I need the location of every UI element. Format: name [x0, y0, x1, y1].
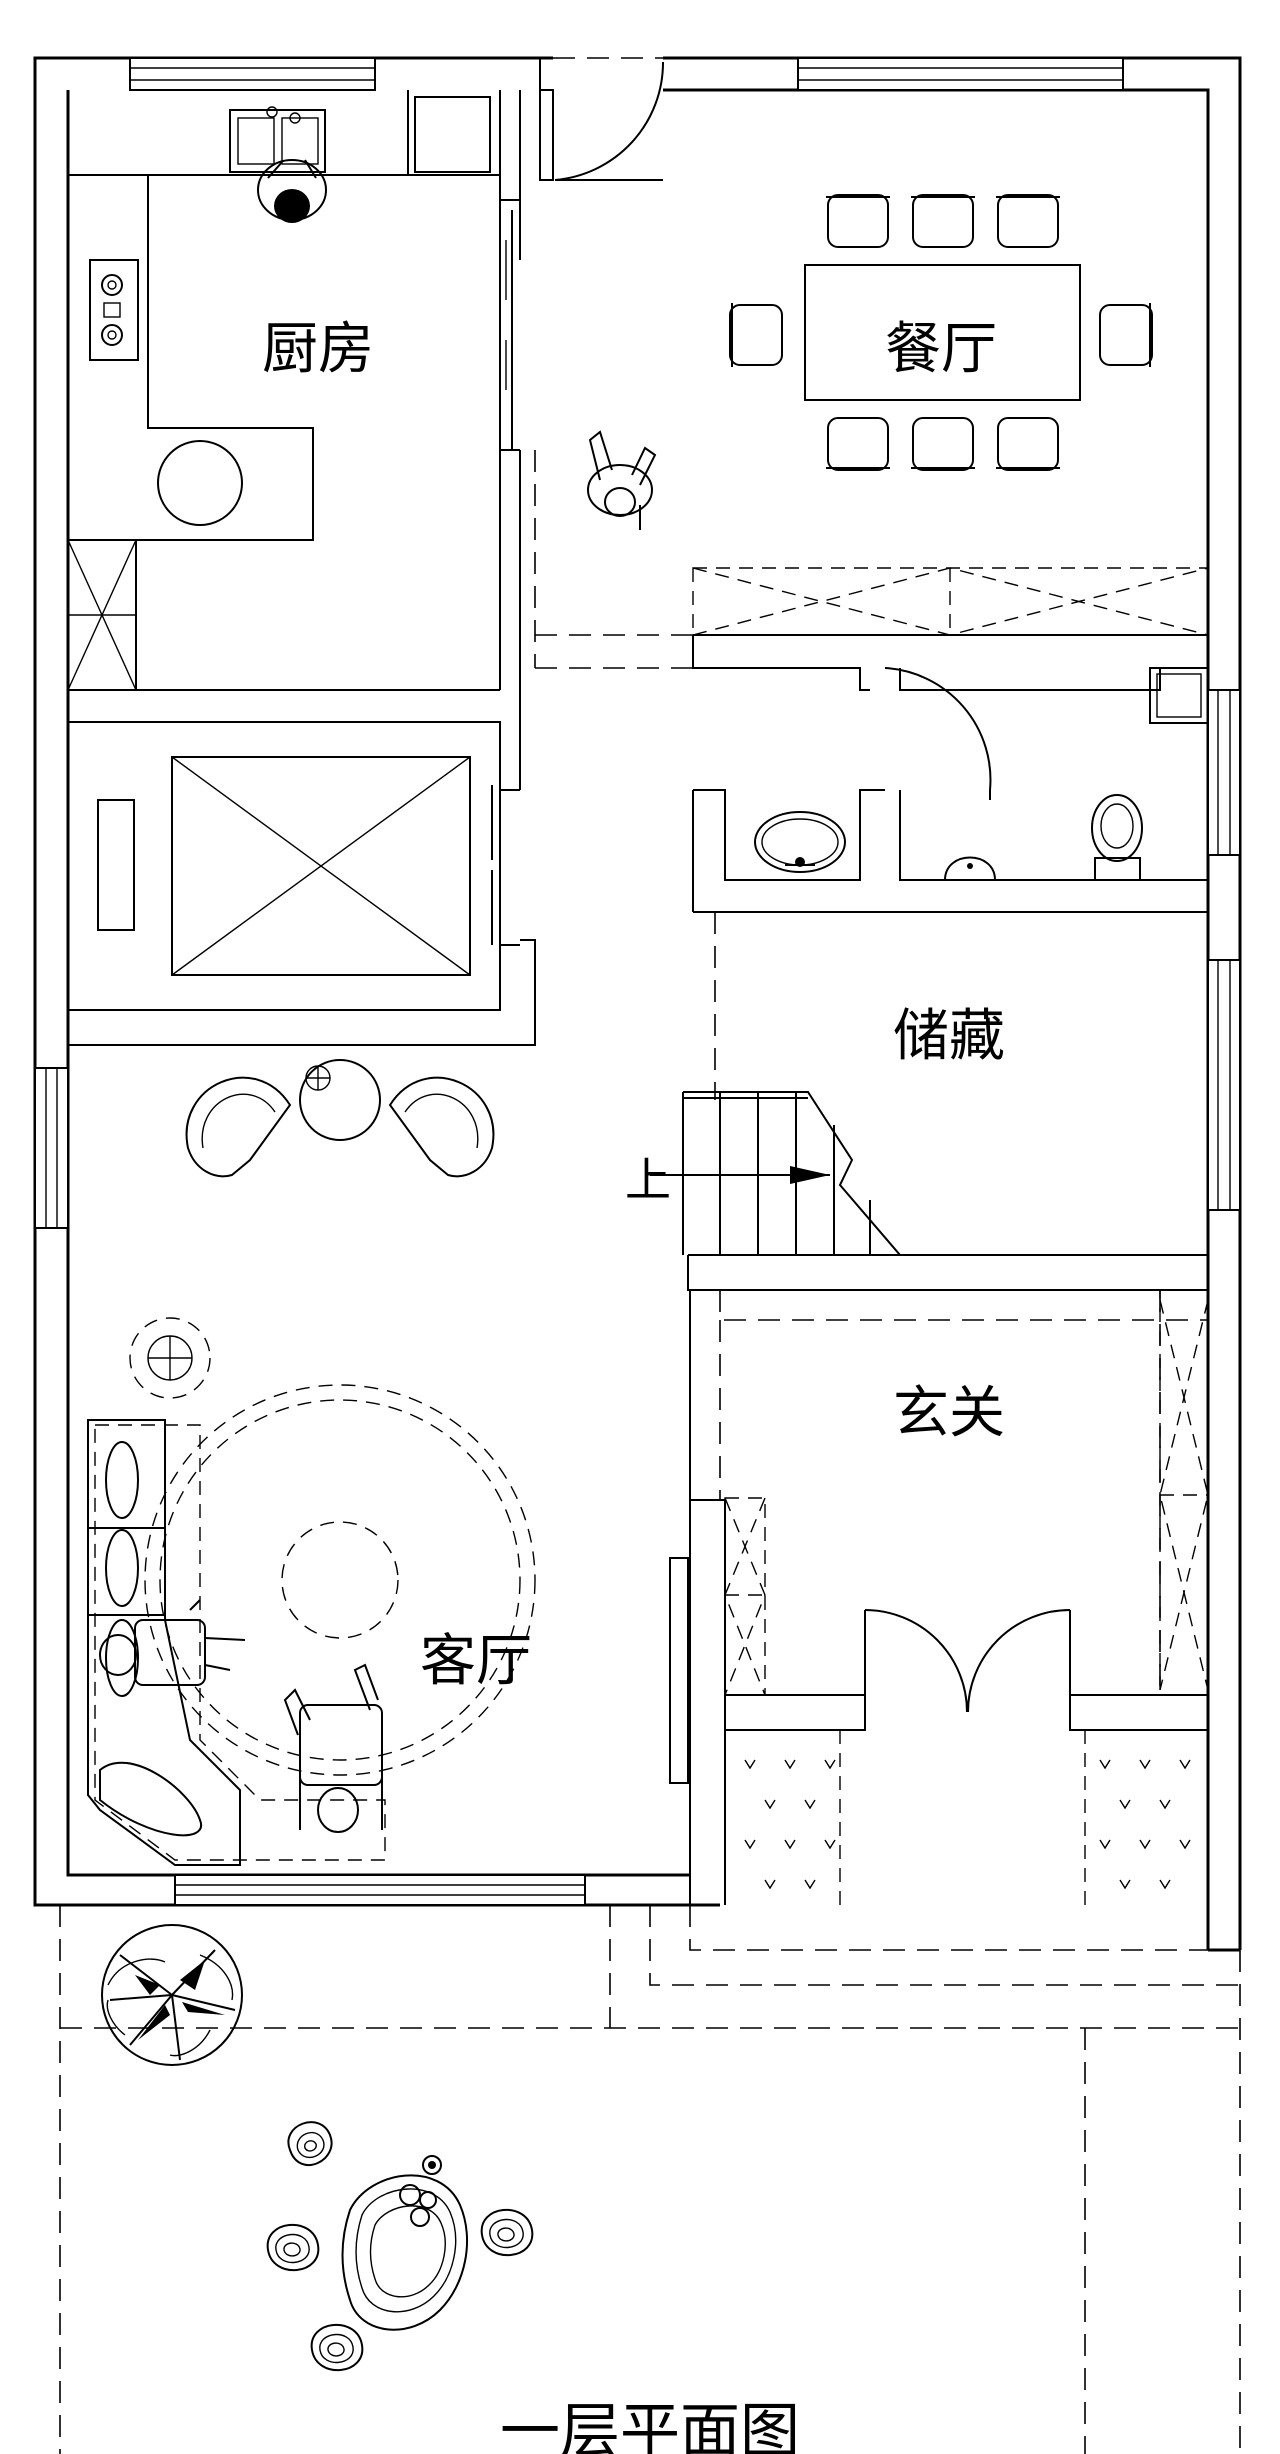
room-labels: 厨房 餐厅 储藏 玄关 客厅 上 一层平面图 [262, 317, 1005, 2454]
storage-label: 储藏 [893, 1004, 1005, 1069]
seated-person-icon [99, 1599, 246, 1686]
foyer [724, 1289, 1209, 1905]
stair-up-label: 上 [625, 1153, 671, 1207]
washbasin-icon [754, 811, 846, 873]
plan-title: 一层平面图 [500, 2397, 800, 2454]
windows [34, 57, 1241, 1906]
planter-right [1084, 1730, 1191, 1905]
sofa [87, 1419, 386, 1866]
garden [101, 1924, 534, 2372]
interior-walls [68, 58, 1209, 1905]
side-table [299, 1059, 381, 1141]
floor-lamp-icon [129, 1317, 211, 1399]
stove-icon [89, 259, 139, 361]
dining-chairs [729, 194, 1153, 471]
kitchen [67, 90, 513, 691]
dashed-outlines [59, 57, 1241, 2454]
stairs [650, 1091, 901, 1256]
elevator [97, 756, 493, 976]
kitchen-label: 厨房 [262, 317, 374, 382]
planter-left [744, 1730, 841, 1905]
urinal-icon [944, 856, 996, 881]
foyer-label: 玄关 [893, 1381, 1005, 1446]
kitchen-round-table [157, 440, 243, 526]
toilet-icon [1091, 794, 1143, 881]
armchair-right [388, 1076, 495, 1178]
dining-table [804, 264, 1081, 401]
walking-person-icon [587, 430, 657, 530]
living-label: 客厅 [420, 1629, 532, 1694]
bathroom [754, 794, 1143, 881]
tree-icon [101, 1924, 243, 2066]
doors [554, 61, 1071, 1713]
cabinet-icon [505, 210, 513, 450]
armchair-left [185, 1076, 292, 1178]
rock-garden-icon [266, 2121, 534, 2372]
seated-person-2-icon [283, 1663, 383, 1833]
person-icon [257, 159, 327, 223]
dining [587, 194, 1209, 636]
kitchen-sink-icon [229, 106, 326, 173]
living-room [87, 1059, 536, 1866]
dining-label: 餐厅 [885, 317, 997, 382]
